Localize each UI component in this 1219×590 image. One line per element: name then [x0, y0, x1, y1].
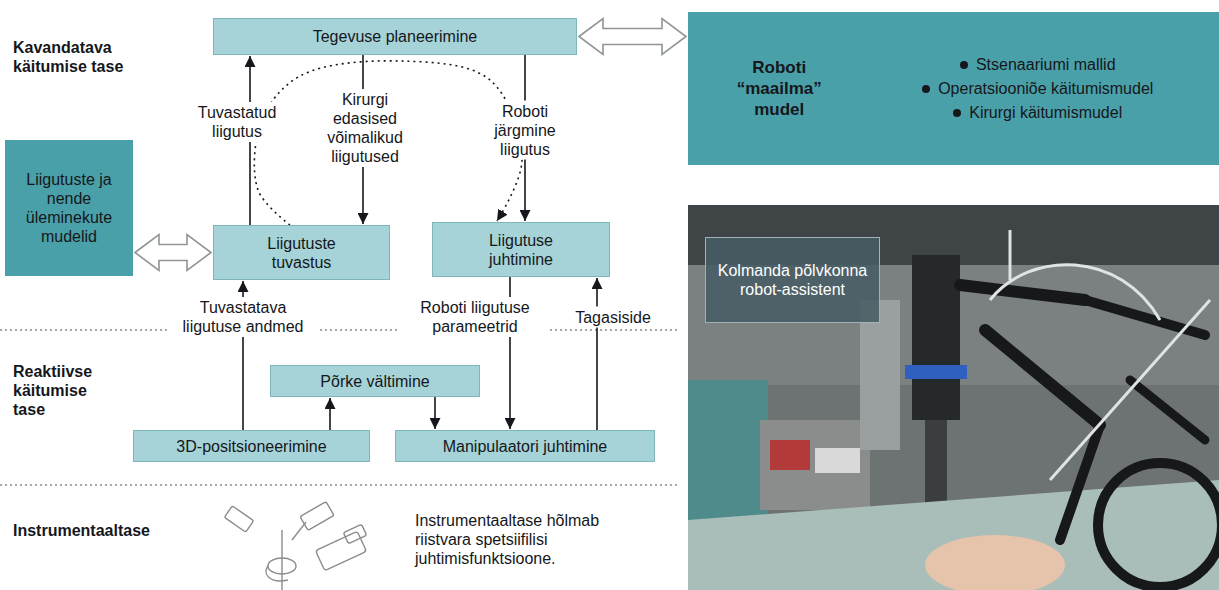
instrument-icons-part: [266, 566, 288, 581]
process-box: Põrke vältimine: [270, 365, 480, 397]
bullet-text: Kirurgi käitumismudel: [969, 103, 1122, 122]
bullet-list: Stsenaariumi mallidOperatsiooniõe käitum…: [873, 50, 1203, 127]
instrument-icons-part: [224, 506, 253, 532]
robot-photo-part-part: [1130, 380, 1205, 440]
edge-label: Kirurgi edasised võimalikud liigutused: [315, 89, 415, 167]
level-separator-part: [0, 329, 680, 330]
bullet-row: Stsenaariumi mallid: [873, 55, 1203, 74]
process-box: Manipulaatori juhtimine: [395, 430, 655, 462]
instrument-icons-part: [292, 522, 306, 540]
robot-photo-part: [912, 255, 960, 420]
robot-photo-part: [905, 365, 967, 379]
process-box: 3D-positsioneerimine: [133, 430, 370, 462]
bullet-text: Stsenaariumi mallid: [976, 55, 1116, 74]
panel-title-column: Roboti “maailma” mudel: [704, 57, 854, 120]
double-arrow: [579, 19, 686, 55]
robot-photo-part: [960, 285, 1219, 587]
robot-photo-part: [770, 440, 810, 470]
process-box: Tegevuse planeerimine: [213, 18, 577, 55]
edge-label: Tagasiside: [565, 307, 661, 328]
box-text: Põrke vältimine: [320, 372, 429, 391]
edge-label: Tuvastatud liigutus: [190, 102, 285, 142]
panel-title: Roboti “maailma” mudel: [724, 57, 834, 120]
instrument-icons-part: [316, 531, 367, 570]
edge-label: Tuvastatava liigutuse andmed: [168, 297, 318, 337]
box-text: Liigutuste tuvastus: [247, 234, 357, 272]
robot-photo-part-part: [990, 265, 1160, 320]
level-label: Kavandatava käitumise tase: [13, 38, 183, 76]
robot-photo-part-part: [960, 285, 1085, 300]
robot-photo-part-part: [985, 330, 1100, 425]
bullet-dot: [960, 61, 968, 69]
model-panel: Roboti “maailma” mudel Stsenaariumi malli…: [688, 12, 1219, 165]
box-text: Liigutuse juhtimine: [471, 231, 571, 269]
bullet-dot: [922, 85, 930, 93]
photo-caption-box: Kolmanda põlvkonna robot-assistent: [705, 237, 880, 323]
robot-photo-part: [760, 420, 870, 510]
robot-photo-part: [688, 205, 1219, 590]
bullet-dot: [953, 109, 961, 117]
robot-photo-part: [990, 230, 1210, 480]
box-text: Kolmanda põlvkonna robot-assistent: [718, 261, 868, 299]
edge-label: Roboti järgmine liigutus: [480, 101, 570, 160]
robot-photo-part-part: [1009, 230, 1012, 280]
robot-photo-part: [815, 448, 860, 473]
note-text: Instrumentaaltase hõlmab riistvara spets…: [415, 511, 635, 568]
bullet-row: Kirurgi käitumismudel: [873, 103, 1203, 122]
bullet-text: Operatsiooniõe käitumismudel: [938, 79, 1153, 98]
arrow-connector: [596, 278, 598, 430]
arrow-connector: [434, 397, 436, 429]
robot-photo-part: [925, 535, 1065, 590]
robot-photo-part-part: [1098, 463, 1219, 587]
box-text: Manipulaatori juhtimine: [443, 437, 608, 456]
instrument-icons-part: [300, 502, 334, 531]
bullet-row: Operatsiooniõe käitumismudel: [873, 79, 1203, 98]
model-box: Liigutuste ja nende üleminekute mudelid: [5, 140, 133, 276]
process-box: Liigutuse juhtimine: [432, 222, 610, 277]
instrument-icons: [224, 502, 366, 590]
robot-photo: [688, 205, 1219, 590]
double-arrow: [135, 235, 211, 271]
level-separator-part: [0, 484, 680, 485]
arrow-connector: [329, 398, 331, 430]
level-label: Reaktiivse käitumise tase: [13, 362, 121, 419]
box-text: Liigutuste ja nende üleminekute mudelid: [12, 170, 126, 246]
robot-photo-part-part: [1050, 300, 1210, 480]
robot-photo-part-part: [1085, 300, 1205, 335]
process-box: Liigutuste tuvastus: [213, 225, 390, 280]
box-text: Tegevuse planeerimine: [313, 27, 478, 46]
box-text: 3D-positsioneerimine: [176, 437, 326, 456]
level-separator: [0, 330, 680, 485]
instrument-icons-part: [343, 524, 366, 543]
edge-label: Roboti liigutuse parameetrid: [400, 297, 550, 337]
level-label: Instrumentaaltase: [13, 521, 193, 540]
